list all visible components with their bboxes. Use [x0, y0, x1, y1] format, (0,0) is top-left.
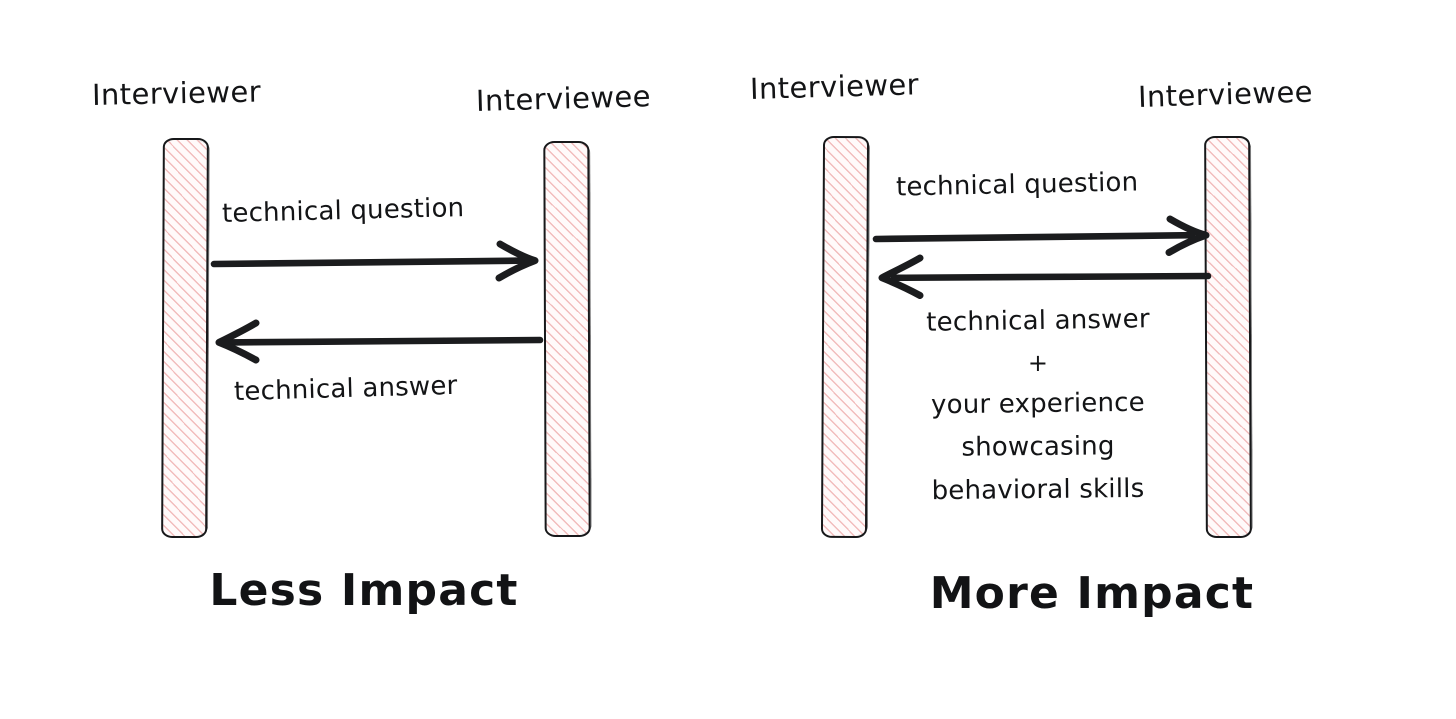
arrow-technical-answer [868, 250, 1216, 299]
message-label-technical-question: technical question [895, 167, 1139, 203]
panel-caption-less-impact: Less Impact [209, 565, 519, 616]
answer-line-1: technical answer [926, 304, 1150, 338]
actor-label-interviewee: Interviewee [475, 79, 652, 118]
answer-line-3: your experience [930, 387, 1146, 421]
arrow-technical-question [870, 212, 1218, 260]
message-label-technical-question: technical question [221, 193, 465, 229]
lifeline-interviewer [161, 137, 209, 539]
panel-more-impact: Interviewer Interviewee technical questi… [728, 0, 1456, 719]
actor-label-interviewer: Interviewer [91, 74, 262, 112]
panel-less-impact: Interviewer Interviewee technical questi… [0, 0, 728, 719]
message-label-technical-answer: technical answer [233, 370, 458, 408]
actor-label-interviewee: Interviewee [1137, 74, 1314, 114]
answer-line-plus: + [1027, 349, 1049, 377]
actor-label-interviewer: Interviewer [749, 67, 920, 106]
answer-line-5: behavioral skills [931, 473, 1145, 507]
answer-line-4: showcasing [961, 431, 1115, 463]
message-label-technical-answer-block: technical answer + your experience showc… [870, 300, 1206, 512]
lifeline-interviewer [820, 135, 870, 539]
lifeline-interviewee [1204, 135, 1252, 539]
arrow-technical-question [208, 236, 556, 284]
arrow-technical-answer [208, 315, 556, 364]
panel-caption-more-impact: More Impact [929, 568, 1255, 619]
